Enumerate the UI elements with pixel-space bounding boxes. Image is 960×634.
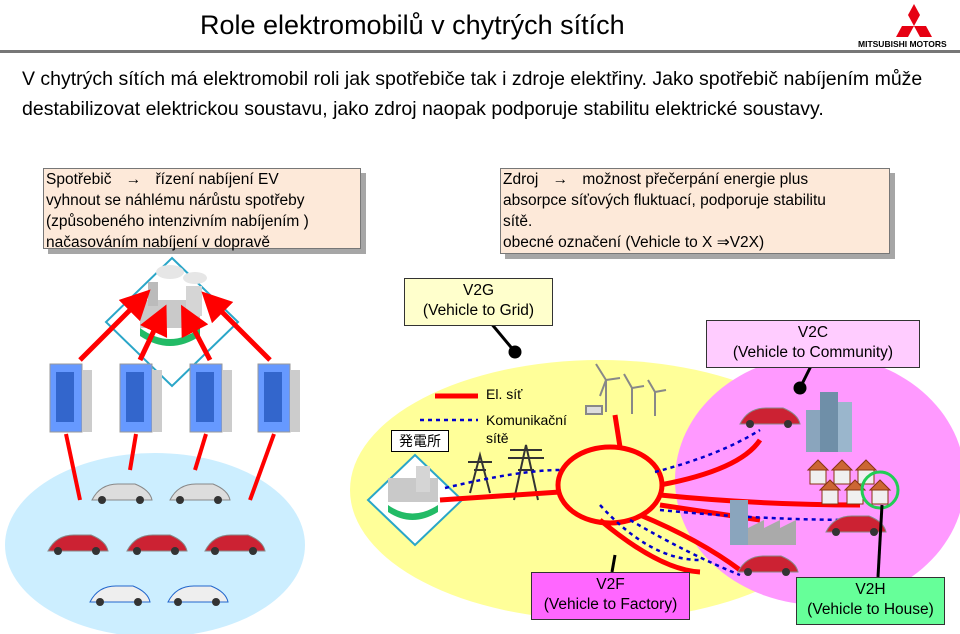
house-icon bbox=[806, 459, 892, 505]
v2g-label: V2G (Vehicle to Grid) bbox=[404, 278, 553, 326]
source-line2: absorpce síťových fluktuací, podporuje s… bbox=[503, 192, 826, 209]
car-icon bbox=[47, 534, 109, 555]
car-icon bbox=[737, 555, 799, 576]
intro-text: V chytrých sítích má elektromobil roli j… bbox=[22, 68, 923, 120]
house-highlight-circle bbox=[860, 470, 900, 510]
power-grid-lines bbox=[439, 414, 861, 575]
v2f-label: V2F (Vehicle to Factory) bbox=[531, 572, 690, 620]
factory-icon bbox=[730, 500, 796, 545]
callout-pointers bbox=[488, 321, 884, 578]
v2h-label: V2H (Vehicle to House) bbox=[796, 577, 945, 625]
power-plant-icon bbox=[366, 453, 464, 547]
power-plant-label: 発電所 bbox=[391, 430, 449, 452]
wind-turbine-icon bbox=[585, 363, 667, 416]
source-line3: sítě. bbox=[503, 213, 533, 230]
consumer-box: Spotřebič → řízení nabíjení EV vyhnout se … bbox=[43, 168, 361, 251]
legend-power-label: El. síť bbox=[486, 386, 523, 402]
building-icon bbox=[806, 392, 852, 452]
title-divider bbox=[0, 50, 960, 53]
charging-station-icon bbox=[119, 363, 162, 433]
v2h-title: V2H bbox=[855, 581, 886, 598]
legend-comm-label-1: Komunikační bbox=[486, 412, 567, 428]
v2f-subtitle: (Vehicle to Factory) bbox=[543, 596, 678, 613]
charging-station-icon bbox=[189, 363, 232, 433]
legend-comm-label-2: sítě bbox=[486, 430, 509, 446]
consumer-line2: vyhnout se náhlému nárůstu spotřeby bbox=[46, 192, 305, 209]
arrow-icon: → bbox=[552, 171, 569, 188]
charging-station-icon bbox=[49, 363, 92, 433]
car-icon bbox=[89, 585, 151, 606]
car-icon bbox=[825, 515, 887, 536]
charging-station-icon bbox=[257, 363, 300, 433]
consumer-term: Spotřebič bbox=[46, 171, 112, 188]
car-icon bbox=[739, 407, 801, 428]
logo-text: MITSUBISHI MOTORS bbox=[858, 39, 947, 49]
car-icon bbox=[126, 534, 188, 555]
mitsubishi-logo bbox=[896, 4, 932, 37]
source-box: Zdroj → možnost přečerpání energie plus ab… bbox=[500, 168, 890, 254]
v2g-title: V2G bbox=[462, 282, 494, 299]
source-line1: možnost přečerpání energie plus bbox=[582, 171, 809, 188]
v2g-subtitle: (Vehicle to Grid) bbox=[422, 302, 535, 319]
v2h-subtitle: (Vehicle to House) bbox=[807, 601, 934, 618]
consumer-line4: načasováním nabíjení v dopravě bbox=[46, 234, 271, 251]
page-title: Role elektromobilů v chytrých sítích bbox=[200, 10, 625, 40]
car-icon bbox=[169, 483, 231, 504]
consumer-line3: (způsobeného intenzivním nabíjením ) bbox=[46, 213, 309, 230]
load-arrows bbox=[78, 289, 272, 362]
v2c-label: V2C (Vehicle to Community) bbox=[706, 320, 920, 368]
comm-lines bbox=[444, 428, 861, 577]
source-term: Zdroj bbox=[503, 171, 539, 188]
car-icon bbox=[204, 534, 266, 555]
car-icon bbox=[91, 483, 153, 504]
v2c-title: V2C bbox=[797, 324, 829, 341]
arrow-icon: → bbox=[125, 171, 142, 188]
power-tower-icon bbox=[468, 444, 544, 501]
consumer-line1: řízení nabíjení EV bbox=[155, 171, 279, 188]
source-line4: obecné označení (Vehicle to X ⇒V2X) bbox=[503, 234, 765, 251]
v2f-title: V2F bbox=[596, 576, 625, 593]
car-icon bbox=[167, 585, 229, 606]
charge-lines bbox=[64, 433, 276, 501]
v2c-subtitle: (Vehicle to Community) bbox=[732, 344, 894, 361]
